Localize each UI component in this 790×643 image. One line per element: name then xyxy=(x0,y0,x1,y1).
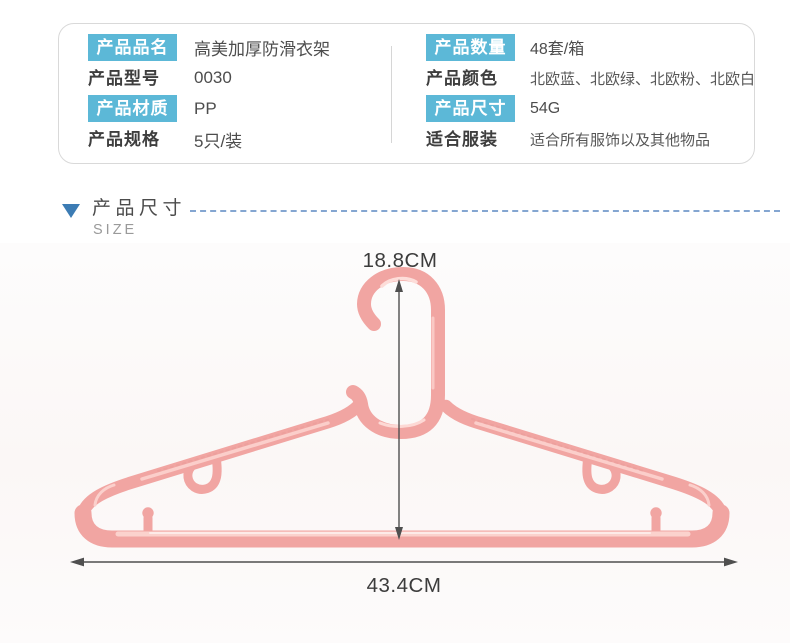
spec-row: 产品数量 48套/箱 xyxy=(426,32,751,63)
spec-table-left: 产品品名 高美加厚防滑衣架 产品型号 0030 产品材质 PP 产品规格 5只/… xyxy=(88,32,388,155)
hanger-body xyxy=(74,267,730,548)
hanger-left-peg-tip xyxy=(142,507,154,519)
spec-value: 高美加厚防滑衣架 xyxy=(194,39,330,59)
spec-row: 产品材质 PP xyxy=(88,94,388,125)
spec-label: 产品颜色 xyxy=(426,68,498,88)
spec-label-badge: 产品尺寸 xyxy=(426,95,515,123)
spec-label-badge: 产品材质 xyxy=(88,95,177,123)
spec-label: 产品规格 xyxy=(88,130,160,150)
hanger-highlights xyxy=(93,276,711,537)
spec-row: 产品品名 高美加厚防滑衣架 xyxy=(88,32,388,63)
arrow-down-icon xyxy=(395,527,403,540)
spec-value: 适合所有服饰以及其他物品 xyxy=(530,132,711,150)
hanger-left-mini-hook xyxy=(183,450,222,494)
product-photo: 18.8CM 43.4CM xyxy=(0,243,790,643)
spec-value: PP xyxy=(194,98,217,118)
spec-row: 产品型号 0030 xyxy=(88,63,388,94)
spec-label: 适合服装 xyxy=(426,130,498,150)
spec-card: 产品品名 高美加厚防滑衣架 产品型号 0030 产品材质 PP 产品规格 5只/… xyxy=(58,23,755,164)
hanger-right-mini-hook xyxy=(582,450,621,494)
spec-table-right: 产品数量 48套/箱 产品颜色 北欧蓝、北欧绿、北欧粉、北欧白 产品尺寸 54G… xyxy=(426,32,755,155)
triangle-down-icon xyxy=(62,204,80,218)
section-subtitle: SIZE xyxy=(93,222,138,238)
arrow-up-icon xyxy=(395,279,403,292)
spec-row: 适合服装 适合所有服饰以及其他物品 xyxy=(426,124,751,155)
hanger-right-peg-tip xyxy=(650,507,662,519)
spec-value: 5只/装 xyxy=(194,132,243,152)
spec-label-badge: 产品数量 xyxy=(426,33,515,61)
spec-label-badge: 产品品名 xyxy=(88,33,177,61)
section-header: 产品尺寸 SIZE xyxy=(62,197,782,247)
height-dimension-label: 18.8CM xyxy=(363,249,438,272)
hanger-diagram: 18.8CM 43.4CM xyxy=(70,249,738,597)
spec-label: 产品型号 xyxy=(88,68,160,88)
dashed-divider xyxy=(190,210,780,212)
spec-row: 产品规格 5只/装 xyxy=(88,124,388,155)
spec-value: 0030 xyxy=(194,68,232,88)
table-divider xyxy=(391,46,392,143)
hanger-bottom-bar xyxy=(74,504,730,548)
spec-value: 北欧蓝、北欧绿、北欧粉、北欧白 xyxy=(530,70,756,88)
hanger-hook xyxy=(346,267,445,439)
arrow-right-icon xyxy=(724,557,738,567)
spec-value: 48套/箱 xyxy=(530,41,585,59)
section-title: 产品尺寸 xyxy=(92,198,187,219)
dimension-annotations: 18.8CM 43.4CM xyxy=(70,249,738,597)
spec-value: 54G xyxy=(530,99,561,117)
width-dimension-label: 43.4CM xyxy=(367,574,442,597)
spec-row: 产品尺寸 54G xyxy=(426,94,751,125)
spec-row: 产品颜色 北欧蓝、北欧绿、北欧粉、北欧白 xyxy=(426,63,755,94)
arrow-left-icon xyxy=(70,557,84,567)
hanger-peg-tips xyxy=(142,507,662,519)
